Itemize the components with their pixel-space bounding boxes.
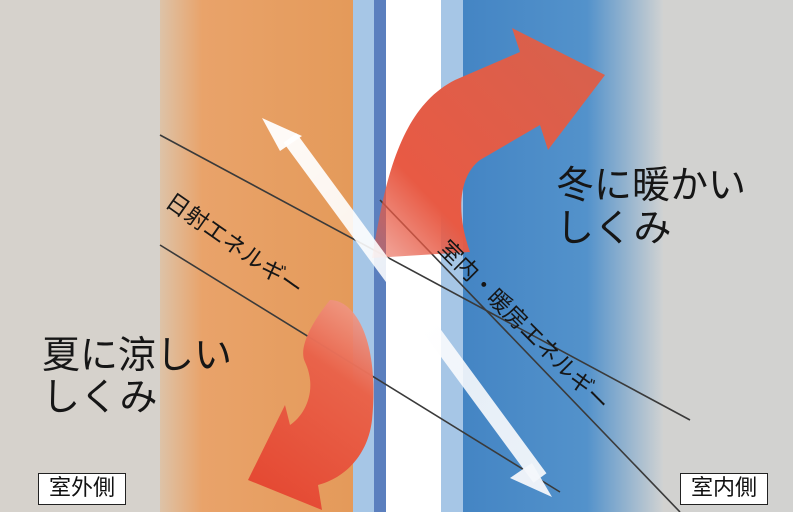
winter-heading-line1: 冬に暖かい [556, 163, 746, 207]
winter-heading-line2: しくみ [556, 206, 672, 250]
outdoor-side-label: 室外側 [38, 473, 127, 505]
outdoor-wall-left [0, 0, 175, 512]
indoor-wall-right [663, 0, 793, 512]
summer-heading-line2: しくみ [42, 375, 158, 419]
energy-arrow-head-up [262, 118, 302, 151]
guide-line-upper [159, 134, 691, 421]
winter-heat-arrow [372, 28, 605, 258]
energy-arrow-head-down [510, 463, 552, 497]
indoor-side-label: 室内側 [680, 473, 769, 505]
summer-heat-arrow [248, 300, 374, 510]
summer-heading-line1: 夏に涼しい [42, 333, 232, 377]
energy-arrow [262, 118, 552, 497]
